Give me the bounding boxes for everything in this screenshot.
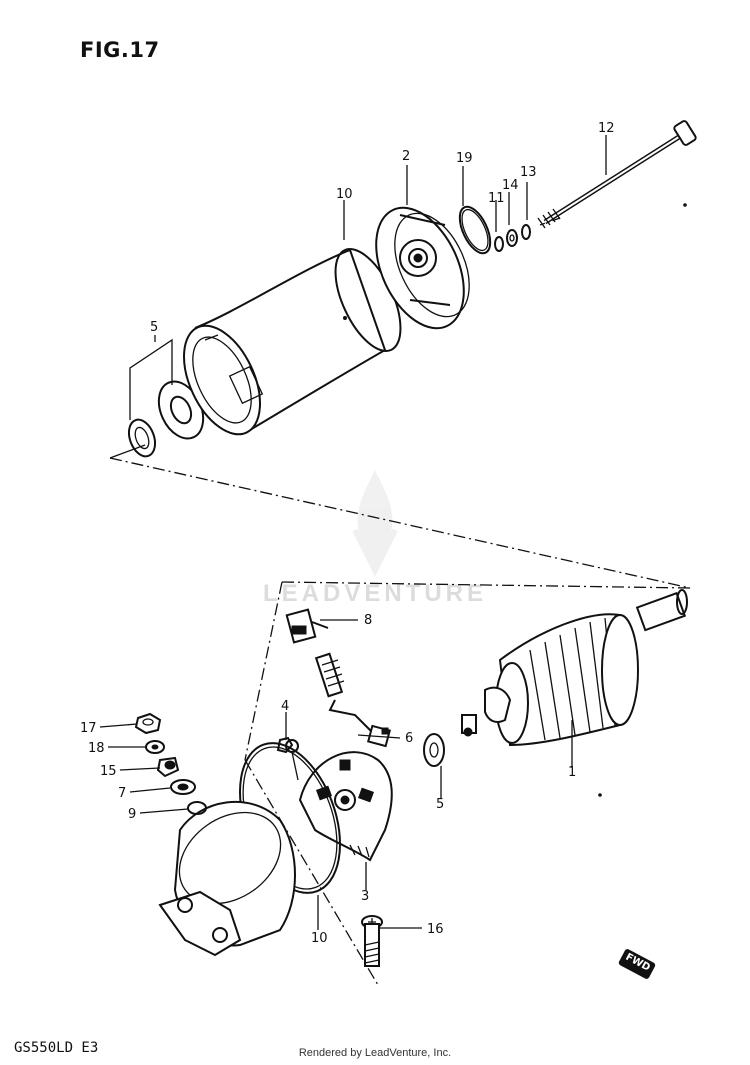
callout-8: 8 bbox=[364, 613, 372, 628]
part-12-through-bolt bbox=[537, 120, 697, 229]
part-8-brush bbox=[285, 608, 329, 644]
callout-7: 7 bbox=[118, 786, 126, 801]
callout-3: 3 bbox=[361, 889, 369, 904]
part-16-bolt bbox=[361, 915, 383, 967]
callout-4: 4 bbox=[281, 699, 289, 714]
callout-17: 17 bbox=[80, 721, 97, 736]
callout-5-bottom: 5 bbox=[436, 797, 444, 812]
part-11-14-13-washers bbox=[494, 224, 531, 252]
callout-11: 11 bbox=[488, 191, 505, 206]
credit-line: Rendered by LeadVenture, Inc. bbox=[298, 1047, 452, 1059]
part-3-brush-holder bbox=[298, 751, 393, 862]
callout-15: 15 bbox=[100, 764, 117, 779]
terminal-nut-washer-stack bbox=[134, 712, 207, 815]
part-6-brush-lead bbox=[314, 652, 391, 748]
part-2-end-housing bbox=[375, 206, 470, 330]
callout-10-bottom: 10 bbox=[311, 931, 328, 946]
figure-title: FIG.17 bbox=[80, 38, 160, 62]
callout-18: 18 bbox=[88, 741, 105, 756]
callout-13: 13 bbox=[520, 165, 537, 180]
callout-5-top: 5 bbox=[150, 320, 158, 335]
callout-2: 2 bbox=[402, 149, 410, 164]
callout-9: 9 bbox=[128, 807, 136, 822]
model-code: GS550LD E3 bbox=[14, 1040, 99, 1056]
callout-12: 12 bbox=[598, 121, 615, 136]
centerline-top bbox=[109, 217, 691, 589]
part-19-o-ring bbox=[458, 205, 492, 255]
decorative-specks bbox=[598, 203, 687, 797]
callout-19: 19 bbox=[456, 151, 473, 166]
centerline-bottom bbox=[244, 581, 691, 986]
part-5-washer-bottom bbox=[423, 733, 445, 767]
leader-lines bbox=[99, 135, 607, 930]
callout-16: 16 bbox=[427, 922, 444, 937]
part-1-armature bbox=[461, 589, 688, 747]
callout-10-top: 10 bbox=[336, 187, 353, 202]
callout-1: 1 bbox=[568, 765, 576, 780]
end-cover-housing bbox=[158, 800, 296, 957]
callout-14: 14 bbox=[502, 178, 519, 193]
part-10-yoke-housing bbox=[183, 248, 402, 436]
watermark-logo bbox=[352, 470, 398, 577]
callout-6: 6 bbox=[405, 731, 413, 746]
